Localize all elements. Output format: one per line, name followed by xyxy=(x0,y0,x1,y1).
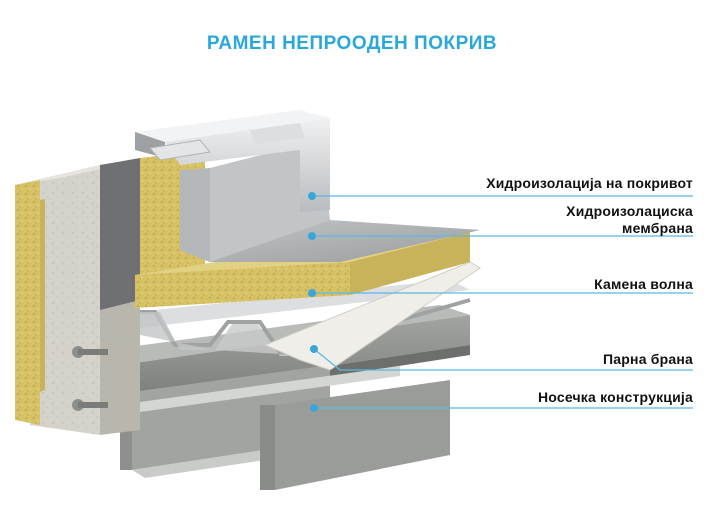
label-waterproof-membrane: Хидроизолациска мембрана xyxy=(566,203,693,236)
parapet-cap xyxy=(135,110,330,212)
label-mineral-wool: Камена волна xyxy=(594,276,693,292)
label-vapour-barrier: Парна брана xyxy=(603,351,693,367)
label-roof-waterproofing: Хидроизолација на покривот xyxy=(486,175,693,191)
leader-roof-waterproofing-dot xyxy=(308,192,316,200)
leader-lines xyxy=(308,192,693,412)
vapour-barrier xyxy=(263,261,481,371)
label-load-bearing-structure: Носечка конструкција xyxy=(537,389,693,405)
leader-vapour-barrier xyxy=(313,348,693,371)
leader-waterproof-membrane-dot xyxy=(308,232,316,240)
leader-load-bearing-dot xyxy=(310,404,318,412)
leader-vapour-barrier-dot xyxy=(310,345,318,353)
diagram-title: РАМЕН НЕПРООДЕН ПОКРИВ xyxy=(206,33,498,54)
wall-anchors xyxy=(72,346,108,411)
leader-mineral-wool-dot xyxy=(308,289,316,297)
wall-insulation xyxy=(15,180,40,425)
